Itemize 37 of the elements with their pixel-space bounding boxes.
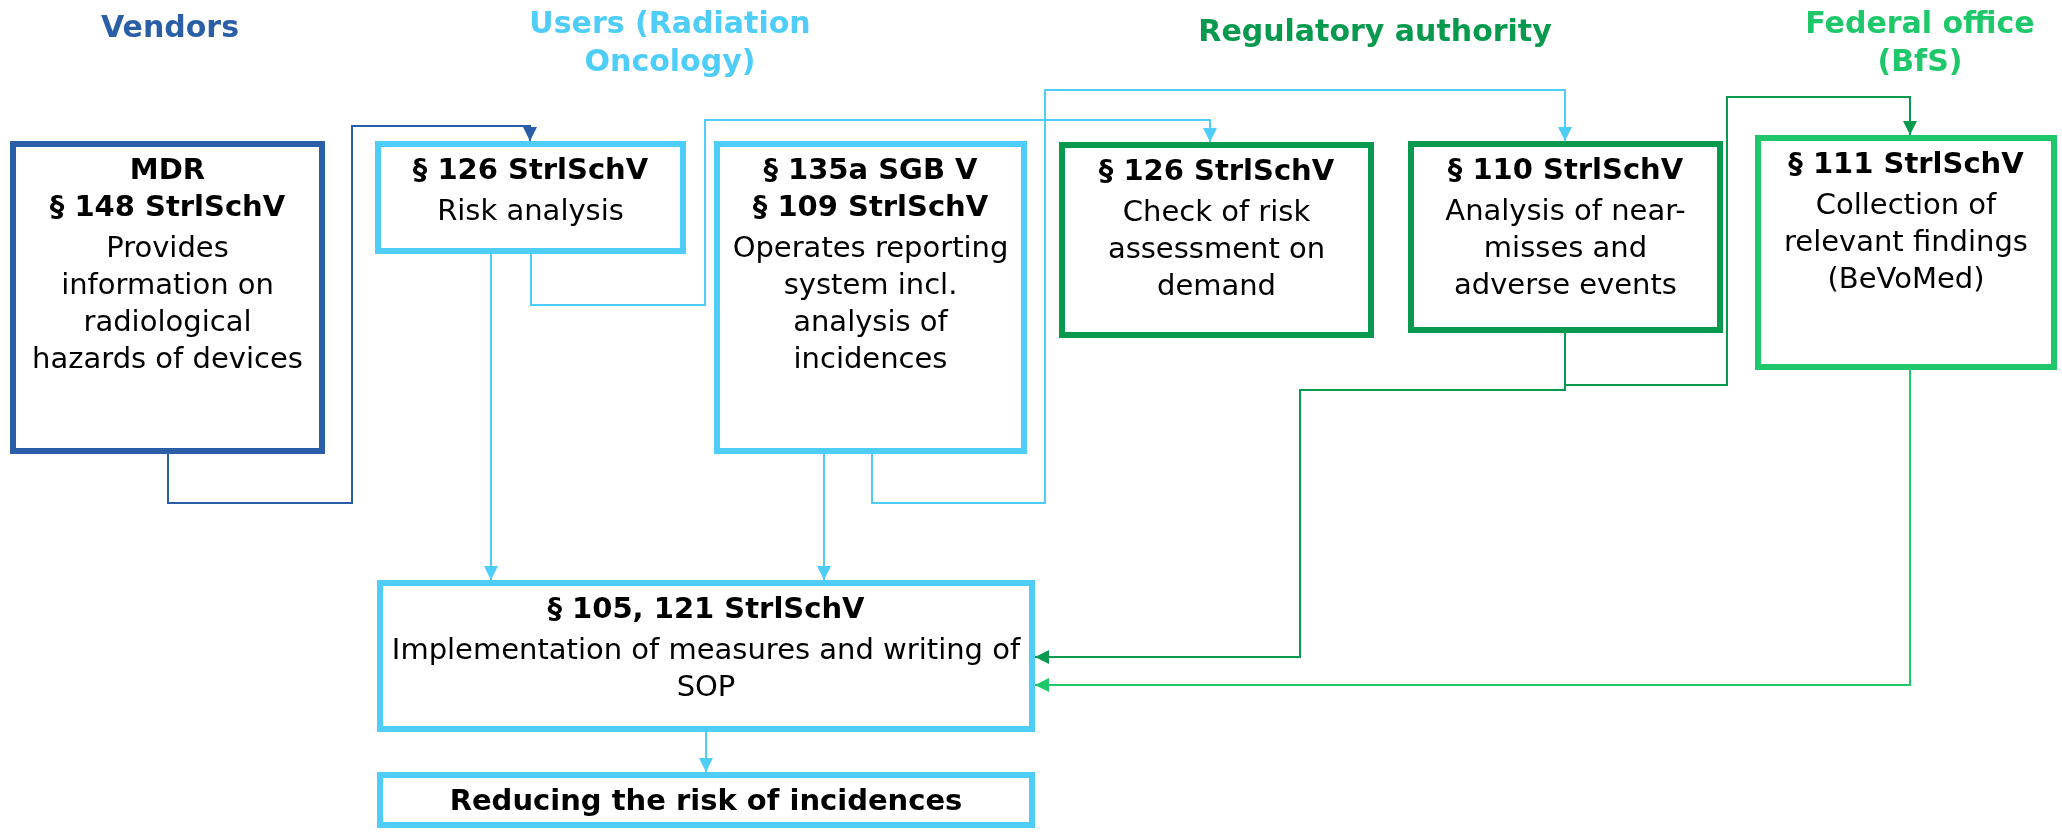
box-heading: § 110 StrlSchV <box>1447 151 1684 188</box>
connector-arrow <box>167 125 537 504</box>
connector-arrow <box>1034 369 1911 692</box>
box-heading: Reducing the risk of incidences <box>449 781 963 819</box>
process-box <box>375 141 686 254</box>
process-box <box>714 141 1027 454</box>
process-box <box>377 580 1035 732</box>
connector-arrow <box>1564 96 1917 386</box>
column-heading: Users (Radiation Oncology) <box>528 4 812 80</box>
box-text: Risk analysis <box>437 192 624 229</box>
box-heading: MDR <box>129 151 206 188</box>
connector-arrow <box>699 731 713 773</box>
box-heading: § 126 StrlSchV <box>1098 152 1335 189</box>
box-text: Implementation of measures and writing of SOP <box>391 631 1021 705</box>
column-heading: Federal office (BfS) <box>1804 4 2036 80</box>
box-heading: § 135a SGB V <box>763 151 978 188</box>
process-box <box>1408 141 1723 333</box>
connector-arrow <box>871 89 1572 504</box>
box-heading: § 148 StrlSchV <box>49 188 286 225</box>
box-heading: § 105, 121 StrlSchV <box>547 590 865 627</box>
box-heading: § 109 StrlSchV <box>752 188 989 225</box>
box-text: Check of risk assessment on demand <box>1106 193 1327 304</box>
column-heading: Vendors <box>100 8 240 46</box>
box-text: Provides information on radiological hazards of devices <box>31 229 304 377</box>
connector-arrow <box>530 119 1217 306</box>
process-box <box>1059 142 1374 338</box>
process-box <box>1755 135 2057 370</box>
box-heading: § 126 StrlSchV <box>412 151 649 188</box>
box-text: Operates reporting system incl. analysis of incidences <box>731 229 1010 377</box>
connector-arrow <box>484 253 498 581</box>
process-box <box>377 772 1035 828</box>
column-heading: Regulatory authority <box>1197 12 1553 50</box>
connector-arrow <box>817 453 831 581</box>
process-box <box>10 141 325 454</box>
box-heading: § 111 StrlSchV <box>1788 145 2024 182</box>
box-text: Analysis of near-misses and adverse events <box>1444 192 1687 303</box>
box-text: Collection of relevant findings (BeVoMed) <box>1783 186 2029 297</box>
